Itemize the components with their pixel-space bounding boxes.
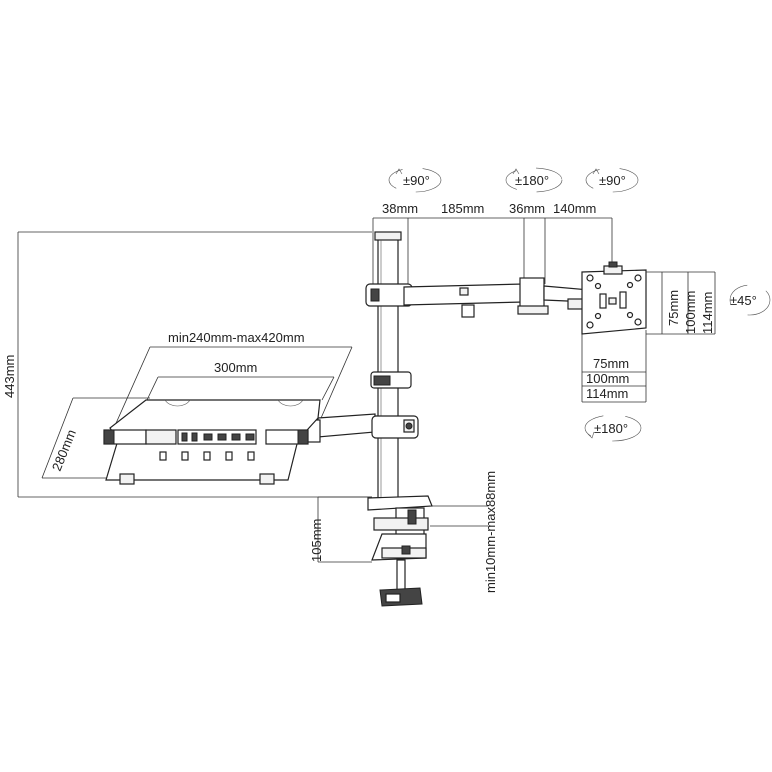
dim-vesa-h-75: 75mm [593,356,629,371]
dim-arm1-length: 185mm [441,201,484,216]
laptop-tray [103,399,321,485]
dim-clamp-depth: 105mm [309,519,324,562]
top-dimension-lines [372,217,613,284]
dim-pole-width: 38mm [382,201,418,216]
tray-dimension-lines [41,346,353,479]
dim-joint-width: 36mm [509,201,545,216]
dim-arm2-length: 140mm [553,201,596,216]
rotation-swivel-head: ±90° [585,167,639,193]
dim-vesa-v-75: 75mm [666,290,681,326]
rotation-side: ±45° [729,284,771,316]
pole-collar [370,371,412,389]
rotation-label: ±180° [594,421,628,436]
dim-tray-depth: 280mm [49,427,79,473]
rotation-label: ±180° [515,173,549,188]
dim-vesa-v-114: 114mm [700,292,715,334]
pole [374,231,402,499]
dim-vesa-h-100: 100mm [586,371,629,386]
dim-height: 443mm [2,355,17,398]
rotation-label: ±45° [730,293,757,308]
height-dimension-lines [17,231,372,498]
dim-vesa-v-100: 100mm [683,291,698,334]
desk-clamp [367,495,433,607]
rotation-label: ±90° [403,173,430,188]
monitor-arm [365,277,591,318]
dim-tray-width: 300mm [214,360,257,375]
rotation-swivel-mid: ±180° [505,167,563,193]
clamp-dimension-lines [317,496,488,563]
dim-tray-range: min240mm-max420mm [168,330,305,345]
rotation-bottom: ±180° [584,414,642,442]
dim-clamp-range: min10mm-max88mm [483,471,498,593]
rotation-tilt-top: ±90° [388,167,442,193]
vesa-plate [581,261,647,335]
rotation-label: ±90° [599,173,626,188]
dim-vesa-h-114: 114mm [586,386,628,401]
vesa-dimension-lines [581,271,716,403]
